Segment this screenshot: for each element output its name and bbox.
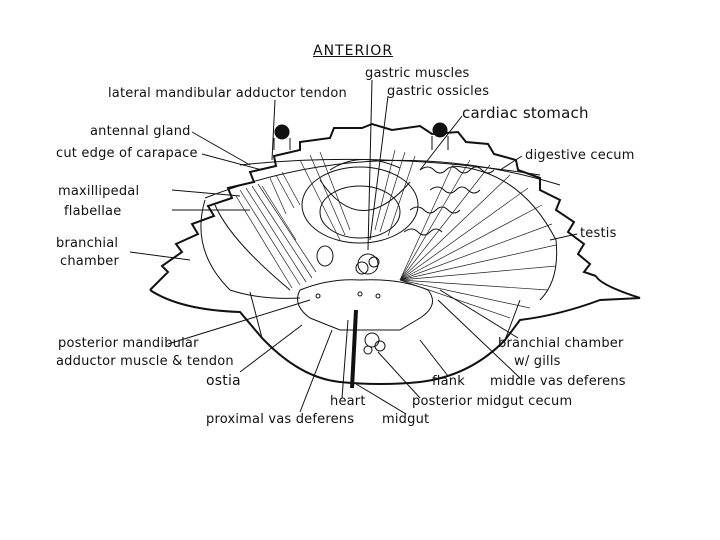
- label-ostia: ostia: [206, 374, 241, 389]
- eye-right: [433, 123, 447, 137]
- label-testis: testis: [580, 226, 617, 241]
- label-lateral-mandibular: lateral mandibular adductor tendon: [108, 86, 347, 101]
- label-branchial-chamber-1: branchial: [56, 236, 118, 251]
- label-branchial-gills-2: w/ gills: [514, 354, 561, 369]
- label-posterior-midgut: posterior midgut cecum: [412, 394, 572, 409]
- gill-fan: [400, 160, 557, 318]
- label-middle-vas: middle vas deferens: [490, 374, 626, 389]
- label-gastric-ossicles: gastric ossicles: [387, 84, 489, 99]
- label-cardiac-stomach: cardiac stomach: [462, 106, 589, 121]
- label-flabellae: flabellae: [64, 204, 121, 219]
- label-proximal-vas: proximal vas deferens: [206, 412, 354, 427]
- eye-left: [275, 125, 289, 139]
- flabellae-lines: [236, 172, 316, 288]
- heart: [298, 280, 433, 330]
- label-maxillipedal: maxillipedal: [58, 184, 139, 199]
- label-posterior-mandibular-2: adductor muscle & tendon: [56, 354, 234, 369]
- label-flank: flank: [432, 374, 465, 389]
- label-heart: heart: [330, 394, 366, 409]
- label-midgut: midgut: [382, 412, 429, 427]
- posterior-midgut-cecum: [365, 333, 379, 347]
- cardiac-stomach: [302, 167, 418, 243]
- label-gastric-muscles: gastric muscles: [365, 66, 470, 81]
- label-posterior-mandibular-1: posterior mandibular: [58, 336, 199, 351]
- label-branchial-chamber-2: chamber: [60, 254, 119, 269]
- label-branchial-gills-1: branchial chamber: [498, 336, 624, 351]
- midgut-tube: [352, 310, 356, 388]
- label-cut-edge: cut edge of carapace: [56, 146, 198, 161]
- label-digestive-cecum: digestive cecum: [525, 148, 635, 163]
- title-anterior: ANTERIOR: [313, 44, 393, 59]
- label-antennal-gland: antennal gland: [90, 124, 191, 139]
